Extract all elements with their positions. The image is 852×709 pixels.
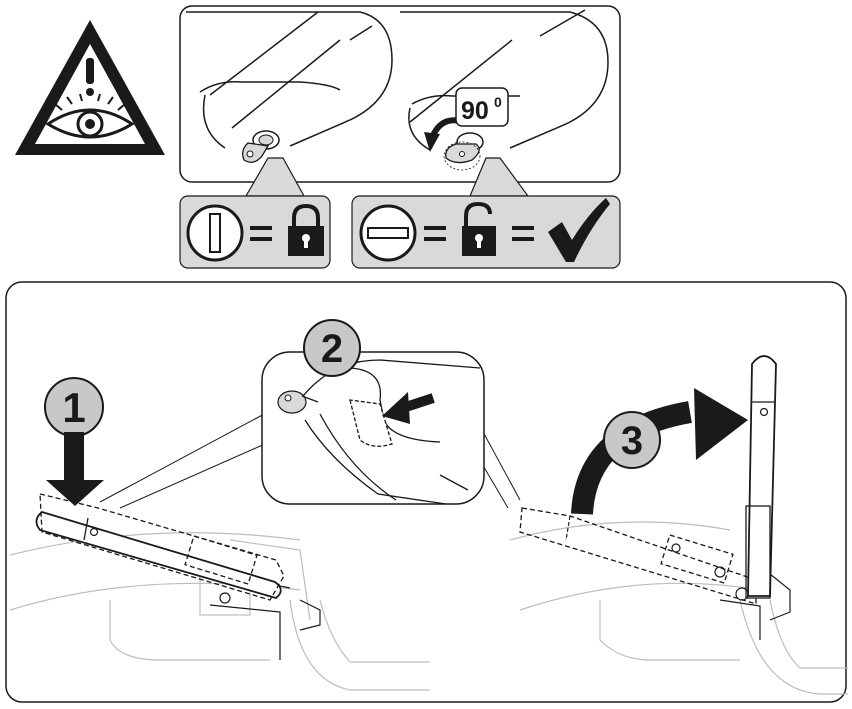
step-3-number: 3 (621, 419, 643, 463)
key-lock-panel: 90 0 (179, 5, 621, 197)
step-2-badge: 2 (303, 319, 361, 377)
push-arrow-icon (382, 392, 435, 424)
chassis-left (9, 532, 430, 691)
rotated-key-icon (443, 132, 484, 171)
upright-bar (735, 355, 777, 601)
warning-eye-icon (15, 20, 165, 155)
vertical-slot-icon (186, 204, 244, 262)
rotation-badge: 90 0 (455, 87, 509, 127)
step-3-badge: 3 (603, 411, 661, 469)
horizontal-slot-icon (359, 204, 417, 262)
rotation-degrees: 90 (461, 97, 489, 125)
equals-icon (424, 226, 446, 241)
zoom-key-icon (277, 390, 319, 414)
step-2-number: 2 (321, 327, 343, 371)
key-icon (242, 130, 280, 163)
folding-bar-left (35, 493, 285, 601)
padlock-open-icon (462, 201, 496, 256)
degree-symbol: 0 (494, 94, 502, 110)
down-arrow-icon (46, 432, 104, 506)
chassis-right (509, 521, 848, 695)
legend-unlocked (351, 195, 621, 269)
equals-icon (250, 226, 272, 241)
handle-right (400, 9, 609, 151)
zoom-detail (261, 351, 485, 505)
step-1-number: 1 (62, 384, 85, 431)
padlock-closed-icon (288, 203, 324, 256)
legend-locked (179, 195, 331, 269)
step-1-badge: 1 (44, 377, 104, 437)
equals-icon (512, 226, 534, 241)
procedure-panel: 1 (5, 281, 848, 703)
checkmark-icon (548, 198, 610, 262)
handle-left (186, 11, 393, 149)
